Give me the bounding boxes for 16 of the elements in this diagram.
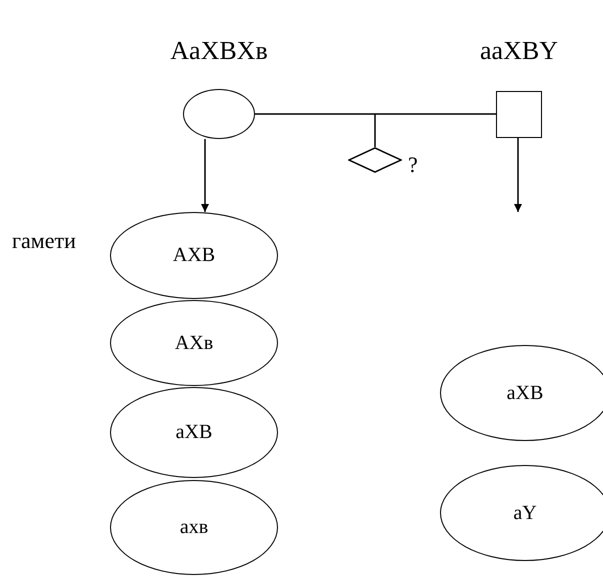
gamete-label: aXB xyxy=(176,421,212,444)
gamete-label: AXв xyxy=(174,332,214,354)
male-symbol xyxy=(496,91,542,138)
connector-line xyxy=(374,114,376,147)
gamete-label: aY xyxy=(513,502,537,524)
question-mark: ? xyxy=(408,152,418,178)
side-label: гамети xyxy=(12,228,76,254)
gamete-label: AXB xyxy=(172,244,216,267)
arrow xyxy=(514,138,522,212)
gamete-label: aXB xyxy=(506,382,544,404)
genotype-label: AaXBXв xyxy=(170,36,268,66)
connector-line xyxy=(255,113,496,115)
genotype-label: aaXBY xyxy=(480,36,558,66)
gamete-label: axв xyxy=(180,516,208,539)
arrow xyxy=(201,139,209,212)
offspring-diamond xyxy=(348,147,402,173)
